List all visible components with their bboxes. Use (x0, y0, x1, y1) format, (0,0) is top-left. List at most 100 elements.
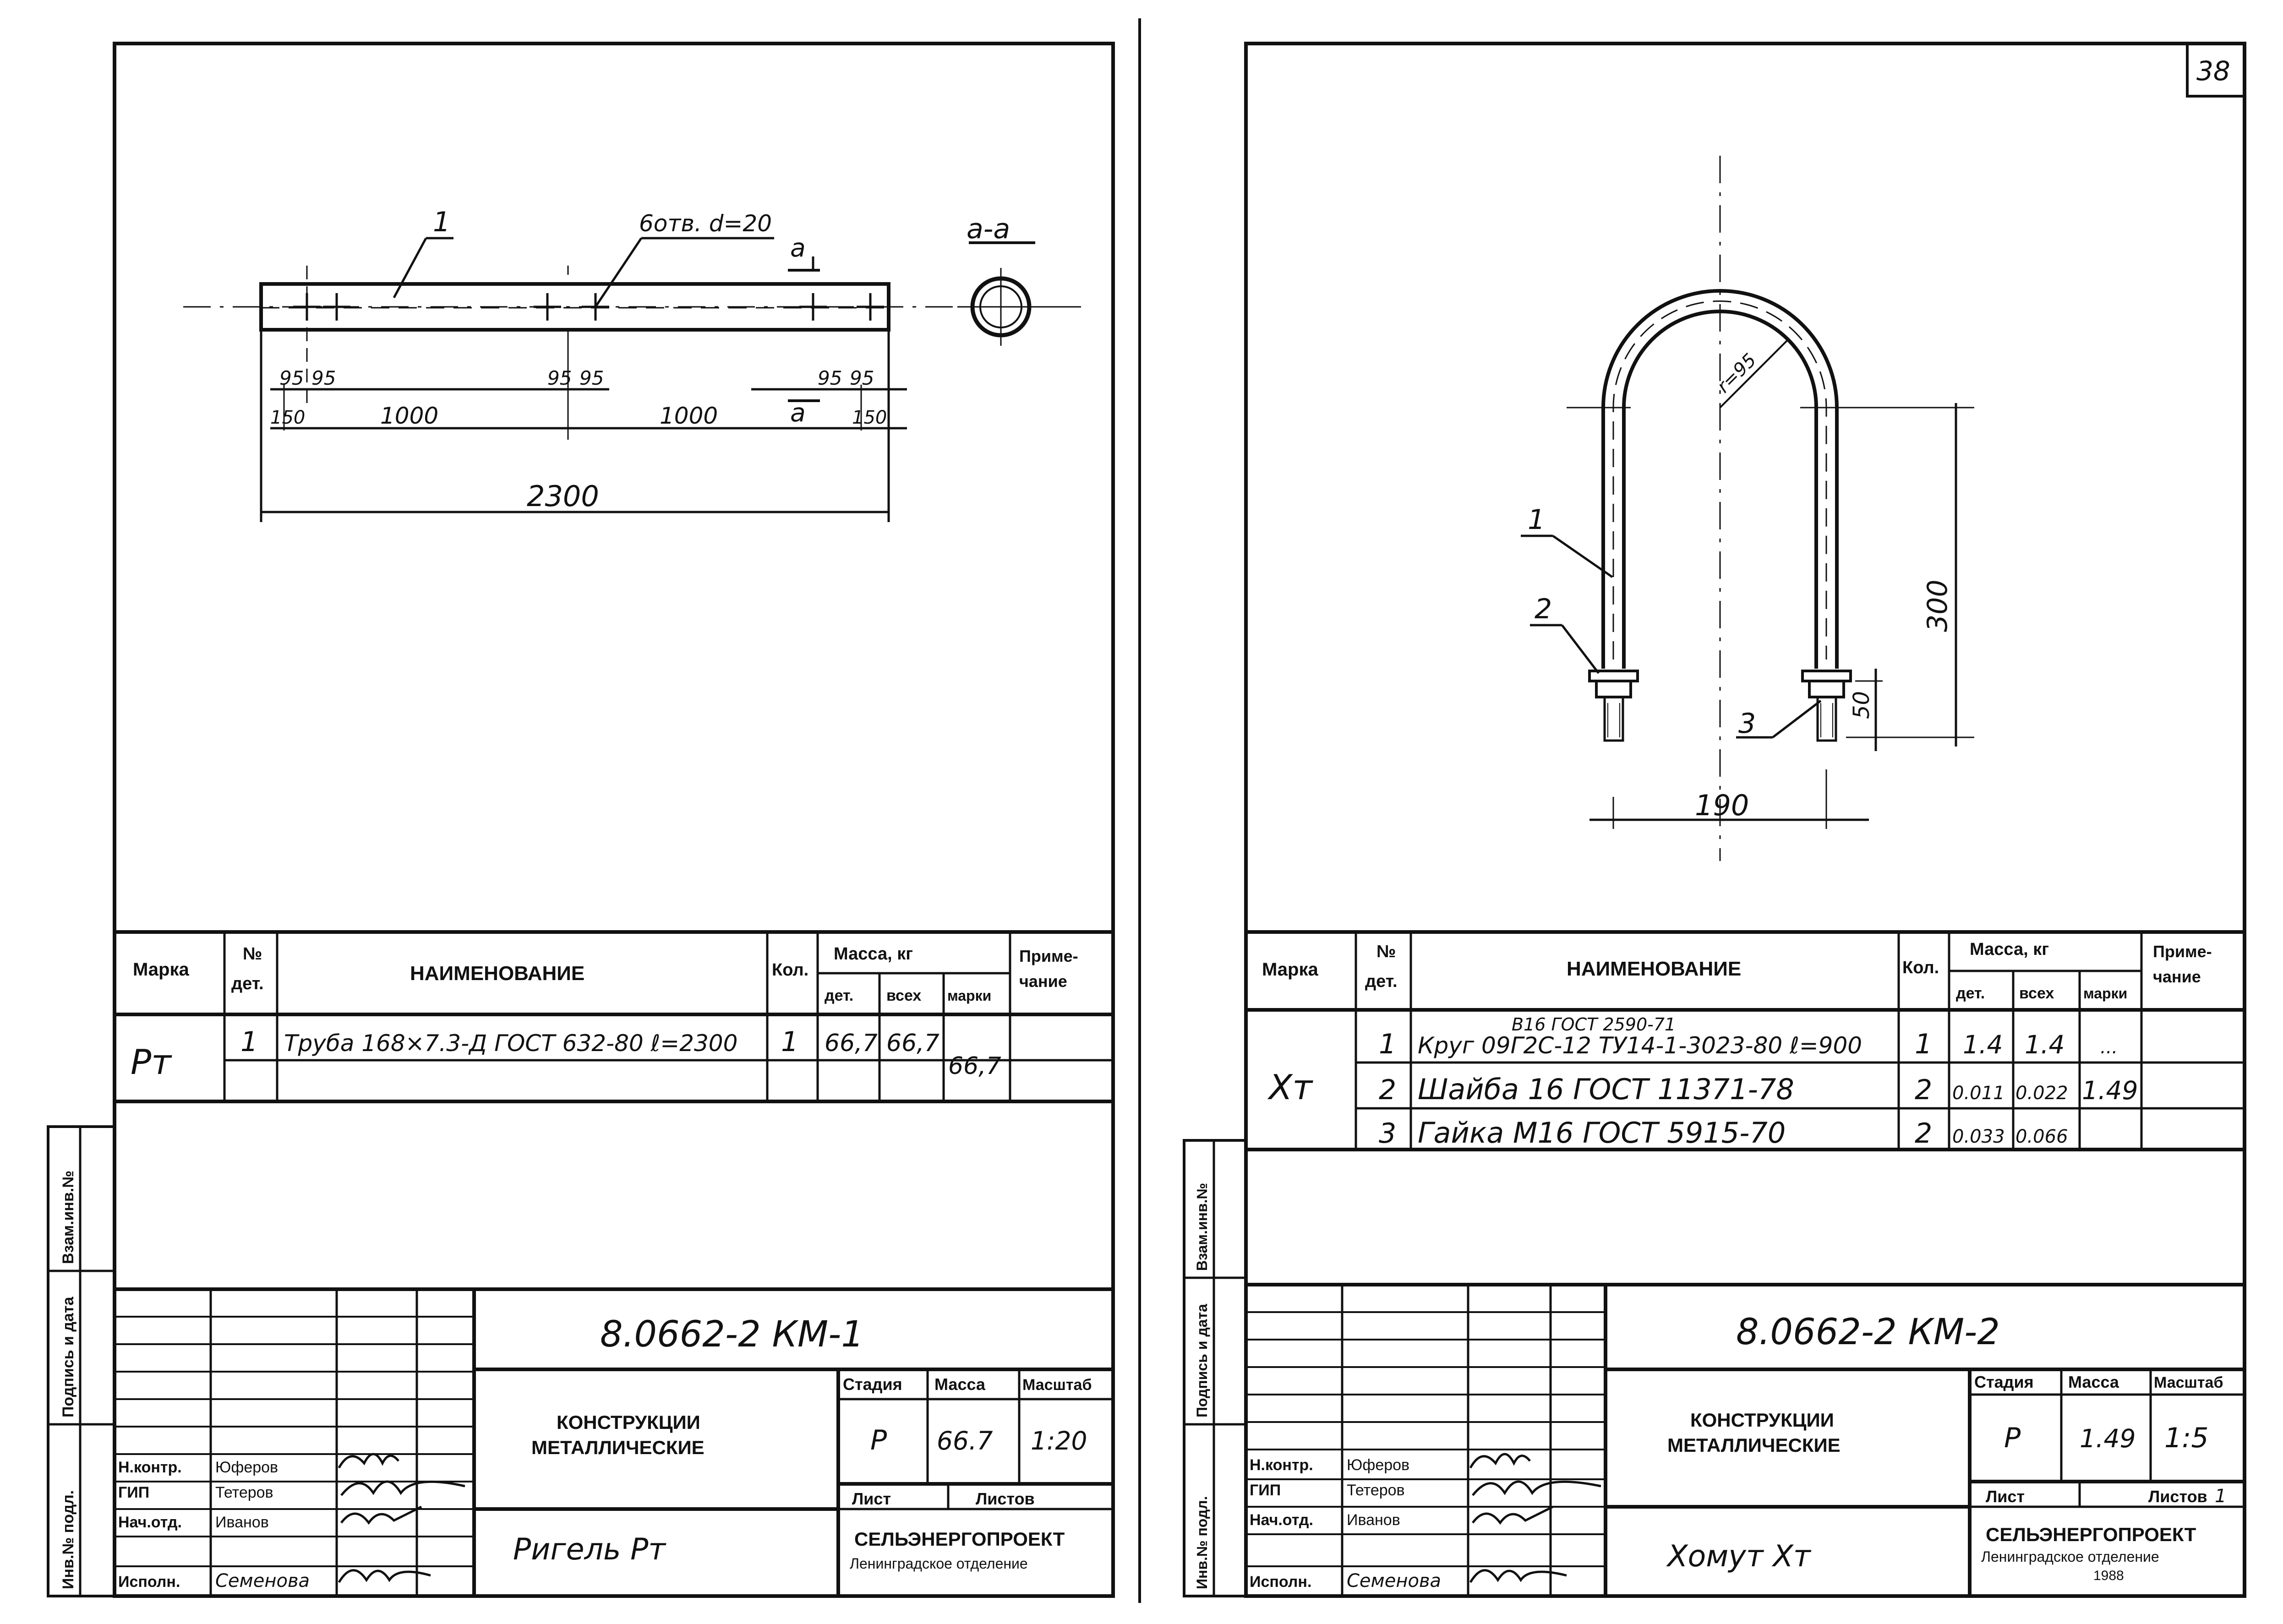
s1-name-1: Юферов (215, 1459, 278, 1476)
s2-item: Хомут Хт (1666, 1539, 1812, 1574)
s2-pos2: 2 (1535, 593, 1552, 625)
s2-row3-qty: 2 (1915, 1117, 1932, 1150)
s2-hdr-name: НАИМЕНОВАНИЕ (1567, 958, 1741, 980)
s2-hdr-marka: Марка (1262, 959, 1319, 980)
s1-hdr-det: дет. (231, 974, 264, 993)
s1-dim-150-right: 150 (852, 407, 887, 428)
sheet2-title-block-grid (1246, 1283, 2245, 1596)
s2-spec-mark: Хт (1267, 1067, 1313, 1107)
s1-title-1: КОНСТРУКЦИИ (557, 1411, 700, 1433)
s2-row3-name: Гайка М16 ГОСТ 5915-70 (1418, 1116, 1786, 1150)
sheet2-side-stamp-grid (1183, 1139, 1247, 1597)
s1-stamp-vzam: Взам.инв.№ (60, 1171, 77, 1264)
s2-stamp-podl: Инв.№ подл. (1194, 1496, 1210, 1589)
s2-mass: 1.49 (2080, 1424, 2136, 1453)
s2-row1-mdet: 1.4 (1963, 1030, 2003, 1059)
s1-scale: 1:20 (1031, 1426, 1087, 1455)
s1-holes-note: 6отв. d=20 (639, 210, 772, 237)
s1-mass: 66.7 (937, 1426, 993, 1455)
s2-name-3: Иванов (1347, 1511, 1400, 1529)
s1-stamp-podl: Инв.№ подл. (60, 1490, 77, 1589)
s2-stage-h: Стадия (1974, 1373, 2034, 1391)
s1-dim-95a: 95 (279, 367, 304, 389)
s2-scale-h: Масштаб (2154, 1374, 2223, 1391)
s2-listov-h: Листов (2148, 1487, 2207, 1506)
s2-hdr-prim-2: чание (2153, 967, 2201, 986)
s1-row1-qty: 1 (781, 1026, 798, 1058)
s2-hdr-m-mark: марки (2083, 985, 2127, 1002)
s2-row2-mall: 0.022 (2015, 1083, 2068, 1104)
s1-name-2: Тетеров (215, 1484, 273, 1501)
s1-hdr-marka: Марка (133, 959, 190, 980)
s2-stamp-podpis: Подпись и дата (1194, 1304, 1210, 1417)
s2-role-4: Исполн. (1250, 1573, 1311, 1591)
s2-stage: Р (2004, 1422, 2021, 1454)
s2-hdr-prim-1: Приме- (2153, 942, 2212, 961)
s2-name-1: Юферов (1347, 1456, 1409, 1474)
s1-section-mark-top: a (790, 233, 806, 262)
s2-list-h: Лист (1986, 1487, 2025, 1506)
s1-mass-h: Масса (934, 1375, 986, 1394)
s2-title-1: КОНСТРУКЦИИ (1690, 1409, 1834, 1431)
s2-role-3: Нач.отд. (1250, 1511, 1313, 1529)
s1-hdr-prim-2: чание (1019, 972, 1067, 991)
s2-dim-190: 190 (1695, 789, 1749, 822)
s2-row1-qty: 1 (1915, 1028, 1932, 1060)
s1-stage-h: Стадия (843, 1375, 902, 1394)
s1-hdr-prim-1: Приме- (1019, 947, 1078, 965)
s1-role-1: Н.контр. (118, 1459, 182, 1476)
s1-item: Ригель Рт (513, 1532, 666, 1567)
signature-teterov-1 (340, 1480, 465, 1496)
s1-name-4: Семенова (215, 1570, 310, 1591)
s2-stamp-vzam: Взам.инв.№ (1194, 1183, 1210, 1271)
s1-role-4: Исполн. (118, 1573, 180, 1591)
s2-row2-name: Шайба 16 ГОСТ 11371-78 (1418, 1073, 1794, 1106)
s2-org-year: 1988 (2093, 1568, 2124, 1583)
s2-title-2: МЕТАЛЛИЧЕСКИЕ (1667, 1434, 1841, 1456)
s1-hdr-m-mark: марки (947, 987, 991, 1004)
sheet2-spec-table-grid (1246, 930, 2245, 1151)
s1-hdr-name: НАИМЕНОВАНИЕ (410, 962, 584, 985)
s2-scale: 1:5 (2164, 1422, 2209, 1454)
s2-org: СЕЛЬЭНЕРГОПРОЕКТ (1986, 1524, 2196, 1545)
s2-mark-top: ... (2100, 1037, 2118, 1058)
signature-ivanov-1 (340, 1505, 422, 1525)
s1-dim-1000b: 1000 (660, 403, 718, 429)
s1-hdr-massa: Масса, кг (834, 944, 913, 964)
s1-row1-mdet: 66,7 (825, 1030, 878, 1057)
s2-row2-mdet: 0.011 (1952, 1083, 2005, 1104)
signature-teterov-2 (1472, 1480, 1601, 1496)
signature-yuferov-2 (1469, 1453, 1531, 1469)
s2-row3-mdet: 0.033 (1952, 1126, 2005, 1147)
s1-dim-95e: 95 (818, 367, 842, 389)
s2-doc-code: 8.0662-2 КМ-2 (1736, 1312, 2000, 1353)
s2-role-1: Н.контр. (1250, 1456, 1313, 1474)
s1-dim-95f: 95 (850, 367, 874, 389)
s1-dim-95b: 95 (311, 367, 336, 389)
s1-title-2: МЕТАЛЛИЧЕСКИЕ (531, 1437, 705, 1458)
s2-hdr-no: № (1376, 942, 1396, 961)
s2-dim-300: 300 (1922, 579, 1954, 632)
s2-hdr-massa: Масса, кг (1970, 940, 2049, 959)
s1-org: СЕЛЬЭНЕРГОПРОЕКТ (854, 1528, 1065, 1550)
s1-scale-h: Масштаб (1022, 1376, 1092, 1394)
signature-yuferov-1 (338, 1453, 399, 1469)
s1-dim-2300: 2300 (527, 480, 599, 513)
s1-dim-95c: 95 (547, 367, 572, 389)
s1-listov-h: Листов (976, 1489, 1035, 1508)
s2-hdr-det: дет. (1365, 972, 1398, 991)
s2-dim-50: 50 (1849, 691, 1874, 719)
s1-dim-150-left: 150 (270, 407, 305, 428)
sheet1-title-block-grid (115, 1287, 1113, 1596)
s2-row2-no: 2 (1379, 1074, 1396, 1106)
s2-row1-extra: В16 ГОСТ 2590-71 (1512, 1014, 1676, 1035)
s2-row3-no: 3 (1379, 1117, 1396, 1150)
s1-pos1-label: 1 (433, 206, 450, 238)
s2-row2-qty: 2 (1915, 1074, 1932, 1106)
s2-name-4: Семенова (1347, 1570, 1441, 1591)
s2-mark-mass: 1.49 (2082, 1076, 2138, 1105)
s1-mark-mass: 66,7 (948, 1052, 1001, 1080)
s1-dim-1000a: 1000 (380, 403, 438, 429)
s2-row1-name: Круг 09Г2С-12 ТУ14-1-3023-80 ℓ=900 (1418, 1032, 1862, 1059)
